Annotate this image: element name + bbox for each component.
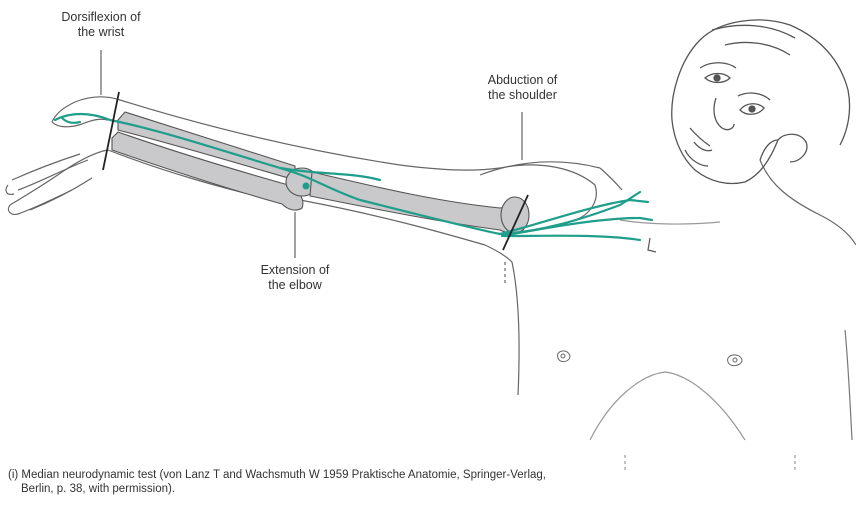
caption-line1: (i) Median neurodynamic test (von Lanz T… <box>8 469 546 481</box>
shoulder-label-line2: the shoulder <box>488 88 557 102</box>
elbow-label-line1: Extension of <box>261 263 330 277</box>
shoulder-label-line1: Abduction of <box>488 73 558 87</box>
wrist-label-line1: Dorsiflexion of <box>61 10 140 24</box>
nipple-marks <box>558 351 742 366</box>
caption-line2: Berlin, p. 38, with permission). <box>8 482 828 496</box>
hand <box>6 97 120 215</box>
elbow-dot <box>303 183 310 190</box>
wrist-marker <box>103 92 119 170</box>
shoulder-label: Abduction of the shoulder <box>455 73 590 103</box>
figure-caption: (i) Median neurodynamic test (von Lanz T… <box>8 468 828 496</box>
head <box>672 20 850 184</box>
elbow-label: Extension of the elbow <box>230 263 360 293</box>
wrist-label: Dorsiflexion of the wrist <box>36 10 166 40</box>
humerus-bone <box>310 172 526 233</box>
elbow-label-line2: the elbow <box>268 278 322 292</box>
median-neurodynamic-illustration <box>0 0 856 470</box>
wrist-label-line2: the wrist <box>78 25 125 39</box>
